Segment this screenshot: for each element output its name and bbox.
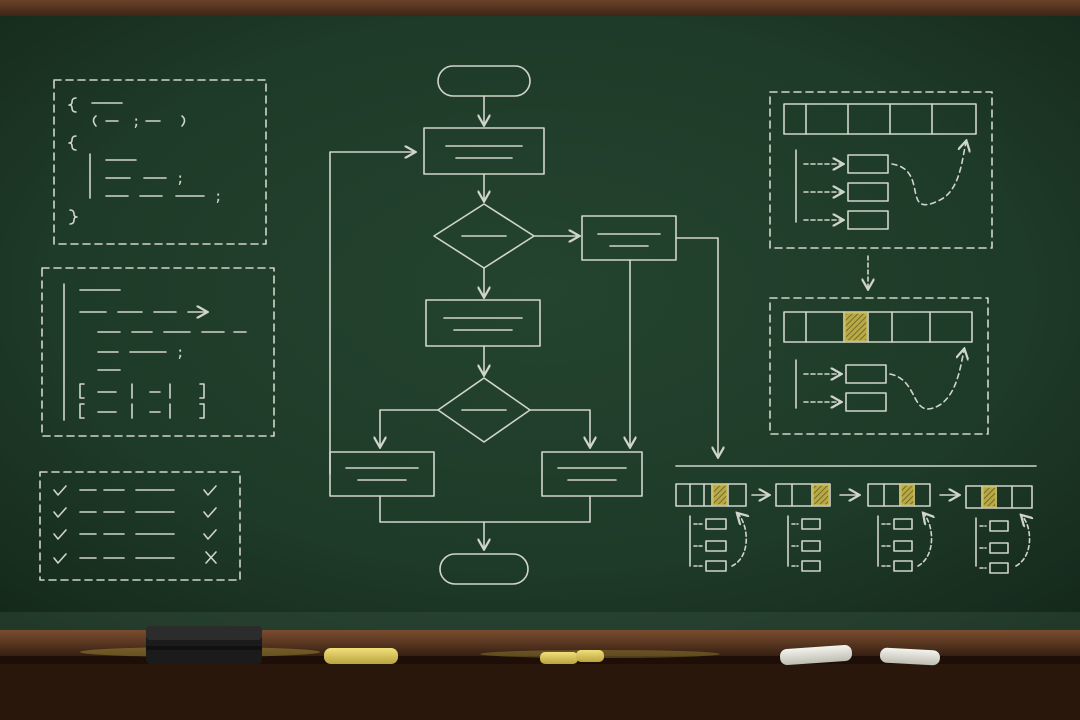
sequence-step-1 (675, 483, 746, 572)
flowchart (329, 65, 718, 585)
process-box-2 (425, 299, 541, 347)
check-icon (203, 529, 217, 540)
check-icon (203, 485, 217, 496)
highlighted-cell (844, 312, 868, 342)
decision-diamond-2 (437, 377, 531, 443)
check-icon (53, 507, 67, 518)
sequence-step-2 (775, 483, 831, 572)
frame-top (0, 0, 1080, 16)
code-block-panel: ; ; ; (53, 79, 267, 245)
sequence-step-3 (867, 483, 932, 572)
checklist-row-1 (53, 485, 217, 496)
chalk-piece-white-2[interactable] (879, 647, 941, 666)
array-diagram-top (769, 91, 993, 249)
chalk-piece-yellow-short[interactable] (540, 652, 578, 664)
chalk-ledge (0, 630, 1080, 720)
chalk-piece-white-1[interactable] (780, 644, 853, 666)
checklist-row-4 (53, 551, 217, 564)
svg-text:;: ; (176, 345, 184, 361)
chalk-piece-yellow-long[interactable] (324, 648, 398, 664)
checklist-panel (39, 471, 241, 581)
check-icon (53, 529, 67, 540)
check-icon (203, 507, 217, 518)
nested-code-panel: ; (41, 267, 275, 437)
chalk-piece-yellow-stub[interactable] (576, 650, 604, 662)
checklist-row-2 (53, 507, 217, 518)
array-sequence (675, 483, 1032, 574)
check-icon (53, 485, 67, 496)
cross-icon (205, 551, 217, 564)
eraser[interactable] (146, 626, 262, 664)
end-terminal (439, 553, 529, 585)
checklist-row-3 (53, 529, 217, 540)
array-diagram-middle (769, 297, 989, 435)
svg-text:;: ; (214, 189, 222, 205)
check-icon (53, 553, 67, 564)
sequence-step-4 (965, 485, 1032, 574)
svg-text:;: ; (132, 114, 140, 130)
svg-text:;: ; (176, 171, 184, 187)
process-box-bottom-right (541, 451, 643, 497)
